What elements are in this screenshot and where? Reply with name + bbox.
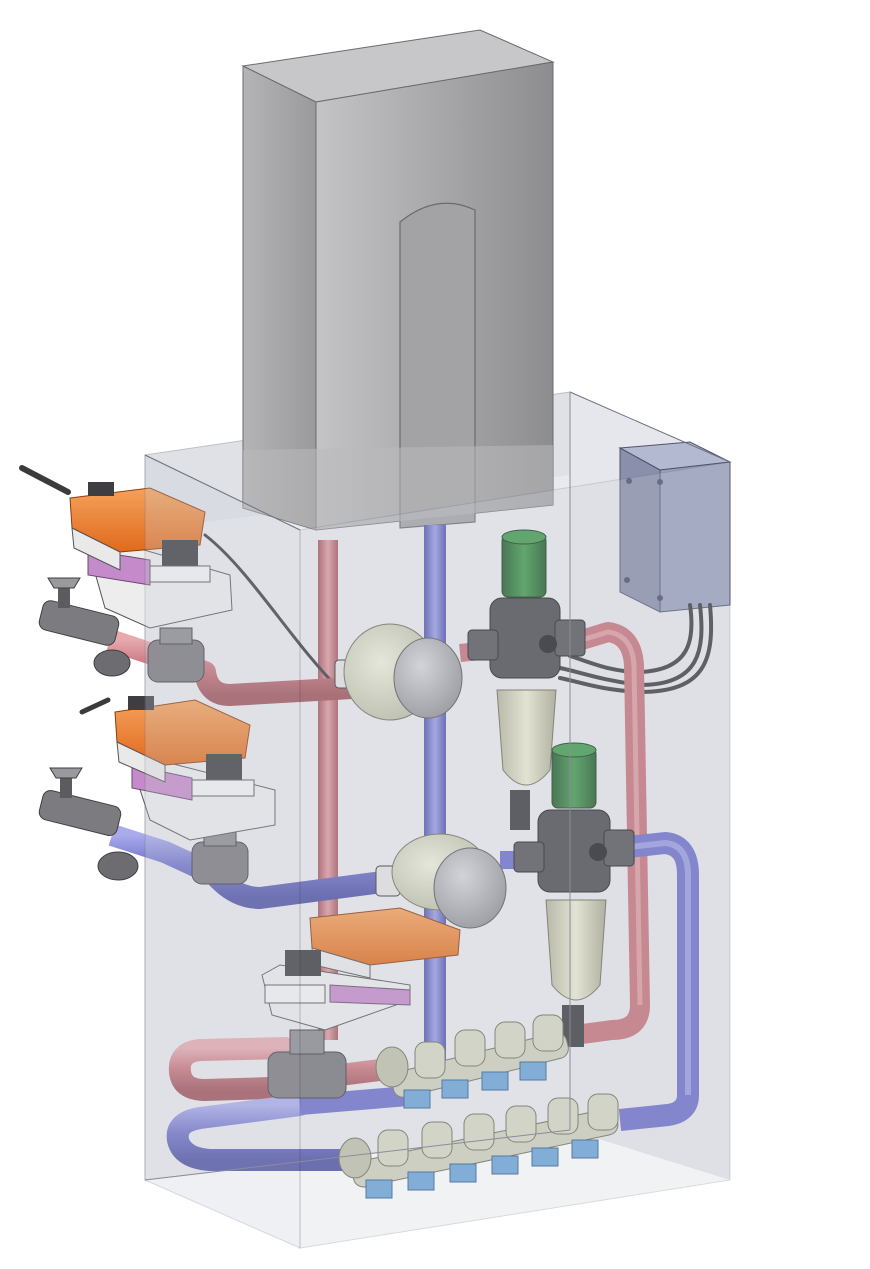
circulation-pump-middle <box>375 833 507 929</box>
zone-valve-body-bottom <box>267 1029 347 1099</box>
transparent-cabinet <box>144 391 731 1249</box>
distribution-manifold-hot <box>375 1014 569 1109</box>
actuator-top <box>69 482 233 629</box>
distribution-manifold-cold <box>338 1093 619 1199</box>
water-filter-top <box>467 529 586 830</box>
ball-valve-middle <box>38 767 139 881</box>
zone-valve-body-top <box>147 627 205 683</box>
electrical-junction-box <box>618 441 732 613</box>
actuator-bottom <box>261 907 461 1031</box>
heater-housing <box>241 29 555 531</box>
circulation-pump-top <box>334 623 463 721</box>
ball-valve-top <box>38 577 131 677</box>
actuator-middle <box>114 696 276 841</box>
water-filter-middle <box>513 742 635 1047</box>
manifold-outlets-hot <box>403 1014 564 1109</box>
